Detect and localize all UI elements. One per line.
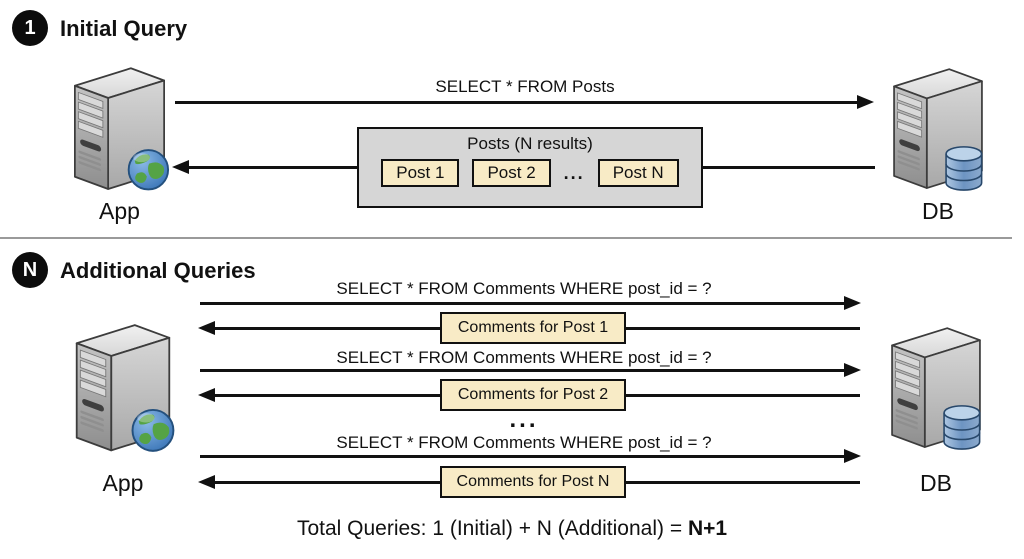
post-item: Post N [597,159,679,187]
posts-ellipsis: ... [563,162,585,183]
comments-response-box: Comments for Post 2 [440,379,626,411]
total-queries-summary: Total Queries: 1 (Initial) + N (Addition… [0,517,1024,541]
db-node-label: DB [922,198,954,224]
response-arrowhead-icon [198,388,215,402]
request-arrowhead-icon [857,95,874,109]
exchanges-ellipsis: ... [509,406,539,433]
total-queries-text: Total Queries: 1 (Initial) + N (Addition… [296,517,688,540]
response-arrowhead-icon [198,321,215,335]
post-item: Post 2 [472,159,551,187]
section1-step-badge: 1 [12,10,48,46]
query-arrow-line [200,302,846,305]
comments-response-box: Comments for Post 1 [440,312,626,344]
total-queries-result: N+1 [687,517,728,540]
comments-query-label: SELECT * FROM Comments WHERE post_id = ? [336,348,712,367]
posts-row: Post 1 Post 2 ... Post N [381,159,679,187]
section-divider [0,237,1012,239]
comments-query-label: SELECT * FROM Comments WHERE post_id = ? [336,433,712,452]
section2-title: Additional Queries [60,258,256,283]
query-arrow-line [200,369,846,372]
query-arrow-line [200,455,846,458]
comments-query-label: SELECT * FROM Comments WHERE post_id = ? [336,279,712,298]
app-server-icon [64,312,182,458]
query-arrowhead-icon [844,449,861,463]
query-arrowhead-icon [844,363,861,377]
db-server-icon [882,56,994,196]
posts-results-title: Posts (N results) [467,134,593,153]
posts-results-box: Posts (N results) Post 1 Post 2 ... Post… [357,127,703,208]
app-node-label: App [99,198,140,224]
response-arrowhead-icon [198,475,215,489]
comments-response-box: Comments for Post N [440,466,626,498]
db-node-label: DB [920,470,952,496]
request-arrow-line [175,101,859,104]
section2-step-badge: N [12,252,48,288]
post-item: Post 1 [381,159,460,187]
db-server-icon [880,312,992,458]
initial-query-label: SELECT * FROM Posts [435,77,615,96]
app-node-label: App [102,470,144,496]
query-arrowhead-icon [844,296,861,310]
response-arrowhead-icon [172,160,189,174]
section1-title: Initial Query [60,16,188,41]
app-server-icon [62,56,177,196]
